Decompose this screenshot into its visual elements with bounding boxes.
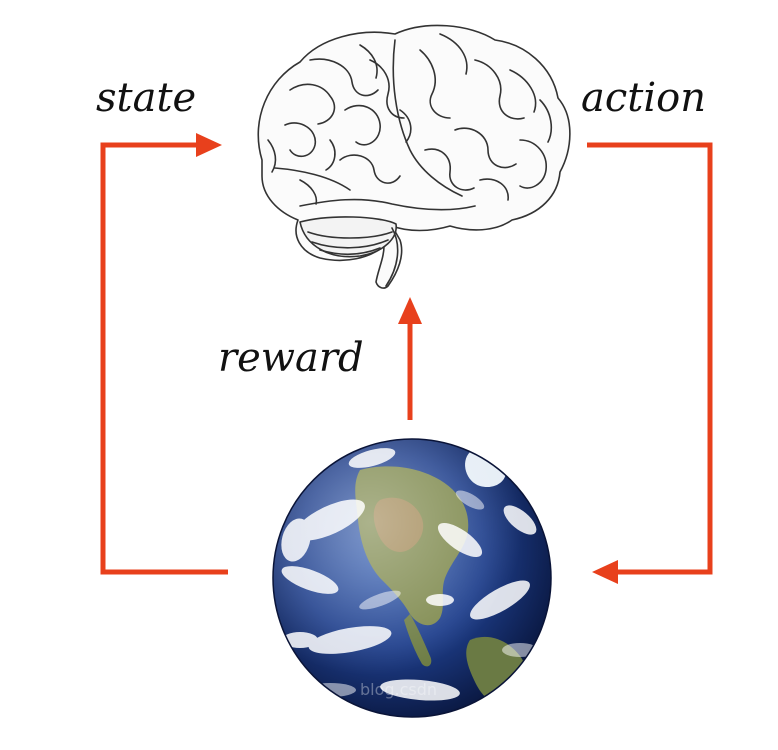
- arrow-action-head: [592, 560, 618, 584]
- reward-label: reward: [218, 335, 364, 381]
- arrow-action: [587, 142, 713, 575]
- action-label: action: [581, 75, 706, 121]
- watermark: blog.csdn: [360, 680, 438, 699]
- state-label: state: [96, 75, 197, 121]
- arrow-state: [100, 142, 228, 575]
- arrow-reward-head: [398, 297, 422, 324]
- brain-icon: [257, 24, 571, 289]
- arrow-state-head: [196, 133, 222, 157]
- earth-globe-icon: [272, 438, 552, 718]
